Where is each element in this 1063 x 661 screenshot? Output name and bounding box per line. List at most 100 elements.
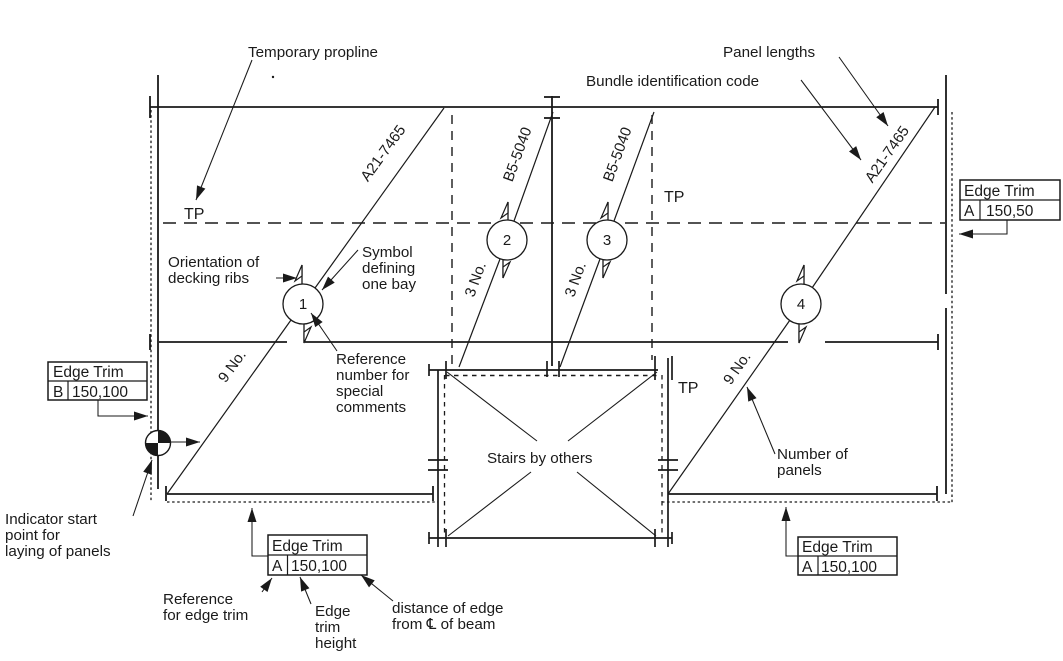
edge-trim-box-right: Edge Trim A 150,50 bbox=[959, 179, 1061, 221]
stairs-label: Stairs by others bbox=[487, 450, 593, 467]
leader-edge-trim-bottom-center bbox=[247, 508, 268, 557]
bay4-diagonal bbox=[811, 106, 936, 289]
indicator-start-label: Indicator start point for laying of pane… bbox=[5, 511, 111, 560]
edge-trim-reference: A bbox=[802, 559, 813, 576]
panel-count-label: 9 No. bbox=[720, 349, 754, 388]
edge-trim-title: Edge Trim bbox=[964, 183, 1035, 200]
ref-edge-trim-line: Reference bbox=[163, 591, 233, 608]
reference-number-label: Reference number for special comments bbox=[336, 351, 409, 416]
edge-trim-offset: 150,100 bbox=[291, 558, 347, 575]
number-of-panels-line: panels bbox=[777, 462, 822, 479]
bay-number: 2 bbox=[503, 232, 511, 249]
reference-for-edge-trim-label: Reference for edge trim bbox=[163, 591, 248, 624]
panel-count-label: 9 No. bbox=[215, 347, 250, 386]
beam-lines bbox=[150, 75, 947, 495]
panel-count-label: 3 No. bbox=[462, 260, 490, 300]
bay1-diagonal bbox=[166, 319, 292, 495]
bay-circle-2 bbox=[486, 219, 528, 261]
orientation-label: Orientation of decking ribs bbox=[168, 254, 260, 287]
number-of-panels-line: Number of bbox=[777, 446, 849, 463]
leader-bundle-code bbox=[800, 79, 862, 161]
stairs-opening bbox=[428, 356, 678, 547]
leader-reference-number bbox=[310, 312, 338, 352]
ref-edge-trim-line: for edge trim bbox=[163, 607, 248, 624]
bay-number: 1 bbox=[299, 296, 307, 313]
indicator-label-line: point for bbox=[5, 527, 60, 544]
edge-trim-reference: A bbox=[964, 203, 975, 220]
edge-trim-offset: 150,50 bbox=[986, 203, 1034, 220]
bay4-diagonal bbox=[667, 319, 791, 495]
rib-flag-icon bbox=[600, 201, 609, 222]
bay-number: 3 bbox=[603, 232, 611, 249]
orientation-label-line: decking ribs bbox=[168, 270, 249, 287]
orientation-label-line: Orientation of bbox=[168, 254, 260, 271]
edge-trim-box-bottom-center: Edge Trim A 150,100 bbox=[267, 534, 368, 576]
stairs-cross bbox=[446, 371, 658, 537]
edge-trim-title: Edge Trim bbox=[53, 364, 124, 381]
bay2-diagonal bbox=[513, 111, 554, 222]
reference-number-line: Reference bbox=[336, 351, 406, 368]
leader-edge-trim-height bbox=[299, 576, 312, 605]
leader-number-of-panels bbox=[746, 386, 776, 455]
number-of-panels-label: Number of panels bbox=[777, 446, 849, 479]
indicator-label-line: Indicator start bbox=[5, 511, 98, 528]
edge-trim-title: Edge Trim bbox=[802, 539, 873, 556]
panel-count-label: 3 No. bbox=[562, 260, 590, 300]
rib-flag-icon bbox=[500, 201, 509, 222]
leader-lines bbox=[97, 56, 1008, 605]
edge-trim-reference: A bbox=[272, 558, 283, 575]
tp-label: TP bbox=[184, 206, 204, 223]
indicator-start-symbol bbox=[144, 429, 172, 457]
bay-diagonals bbox=[166, 106, 936, 495]
rib-flag-icon bbox=[294, 264, 303, 285]
leader-panel-lengths bbox=[838, 56, 889, 127]
rib-flag-icon bbox=[502, 258, 511, 279]
bundle-code-label: A21-7465 bbox=[357, 122, 409, 185]
leader-temporary-propline bbox=[195, 59, 253, 201]
edge-trim-height-label: Edge trim height bbox=[315, 603, 357, 652]
bay1-diagonal bbox=[314, 107, 445, 289]
leader-edge-trim-left bbox=[97, 400, 148, 421]
leader-indicator bbox=[132, 459, 153, 517]
leader-symbol-bay bbox=[321, 249, 359, 291]
leader-edge-trim-bottom-right bbox=[781, 507, 798, 557]
temporary-propline-label: Temporary propline bbox=[248, 44, 378, 61]
leader-distance-of-edge bbox=[360, 574, 394, 602]
distance-of-edge-label: distance of edge from ℄ of beam bbox=[392, 600, 503, 633]
edge-trim-height-line: Edge bbox=[315, 603, 350, 620]
rib-flag-icon bbox=[303, 323, 312, 344]
bundle-code-label: B5-5040 bbox=[600, 125, 635, 184]
bay-circle-4 bbox=[780, 283, 822, 325]
edge-trim-height-line: height bbox=[315, 635, 357, 652]
bay-circles bbox=[282, 219, 822, 325]
tp-label: TP bbox=[664, 189, 684, 206]
beam-end-ticks bbox=[149, 96, 939, 501]
reference-number-line: comments bbox=[336, 399, 406, 416]
leader-reference-edge-trim bbox=[260, 577, 273, 593]
stray-dot bbox=[271, 75, 275, 79]
bay-number: 4 bbox=[797, 296, 805, 313]
edge-trim-offset: 150,100 bbox=[72, 384, 128, 401]
symbol-defining-bay-label: Symbol defining one bay bbox=[362, 244, 416, 293]
distance-line: from ℄ of beam bbox=[392, 616, 495, 633]
edge-trim-reference: B bbox=[53, 384, 63, 401]
bay3-diagonal bbox=[559, 258, 601, 368]
edge-trim-box-bottom-right: Edge Trim A 150,100 bbox=[797, 536, 898, 576]
symbol-label-line: Symbol bbox=[362, 244, 413, 261]
rib-flag-icon bbox=[796, 264, 805, 285]
edge-trim-title: Edge Trim bbox=[272, 538, 343, 555]
reference-number-line: number for bbox=[336, 367, 409, 384]
panel-lengths-label: Panel lengths bbox=[723, 44, 815, 61]
bay2-diagonal bbox=[458, 258, 501, 368]
edge-trim-box-left: Edge Trim B 150,100 bbox=[47, 361, 148, 401]
indicator-label-line: laying of panels bbox=[5, 543, 111, 560]
tp-label: TP bbox=[678, 380, 698, 397]
distance-line: distance of edge bbox=[392, 600, 503, 617]
bundle-identification-label: Bundle identification code bbox=[586, 73, 759, 90]
edge-trim-offset: 150,100 bbox=[821, 559, 877, 576]
rib-flag-icon bbox=[798, 323, 807, 344]
symbol-label-line: defining bbox=[362, 260, 415, 277]
bay-circle-3 bbox=[586, 219, 628, 261]
symbol-label-line: one bay bbox=[362, 276, 416, 293]
